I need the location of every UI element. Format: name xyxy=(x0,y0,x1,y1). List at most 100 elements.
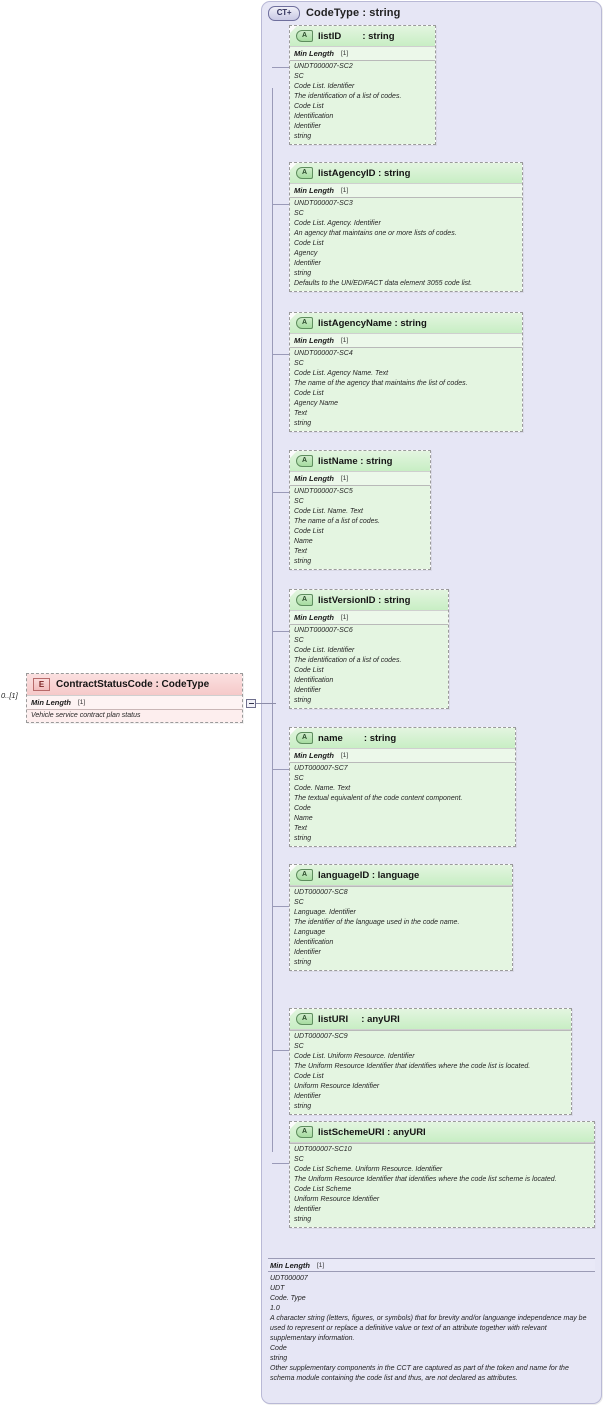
attribute-min-length-row: Min Length[1] xyxy=(290,611,448,625)
annotation-line: string xyxy=(294,1103,312,1110)
annotation-line: A character string (letters, figures, or… xyxy=(270,1315,587,1342)
cardinality-label: 0..[1] xyxy=(1,691,18,700)
annotation-line: Name xyxy=(294,815,313,822)
min-length-value: [1] xyxy=(341,614,349,621)
min-length-value: [1] xyxy=(317,1261,325,1269)
annotation-line: Code. Type xyxy=(270,1295,306,1302)
annotation-line: Defaults to the UN/EDIFACT data element … xyxy=(294,280,473,287)
annotation-line: Code List. Identifier xyxy=(294,83,355,90)
annotation-line: Code List xyxy=(294,1073,324,1080)
complex-type-expand-icon[interactable]: CT+ xyxy=(268,5,300,21)
annotation-line: The name of a list of codes. xyxy=(294,518,380,525)
attribute-name: listURI : anyURI xyxy=(318,1013,400,1025)
annotation-line: Code List. Agency Name. Text xyxy=(294,370,389,377)
annotation-line: SC xyxy=(294,1043,304,1050)
annotation-line: SC xyxy=(294,498,304,505)
annotation-line: UNDT000007-SC2 xyxy=(294,63,353,70)
attribute-name: listID : string xyxy=(318,30,395,42)
annotation-line: Code List xyxy=(294,240,324,247)
element-connector-line xyxy=(247,703,276,705)
tree-branch-stub xyxy=(272,906,289,908)
element-icon: E xyxy=(33,678,50,691)
annotation-line: Name xyxy=(294,538,313,545)
attribute-name: name : string xyxy=(318,732,397,744)
min-length-value: [1] xyxy=(341,475,349,482)
element-contract-status-code[interactable]: E ContractStatusCode : CodeType Min Leng… xyxy=(26,673,243,723)
tree-branch-stub xyxy=(272,354,289,356)
annotation-line: The Uniform Resource Identifier that ide… xyxy=(294,1176,557,1183)
attribute-icon: A xyxy=(296,1013,313,1025)
annotation-line: Code List xyxy=(294,103,324,110)
annotation-line: Other supplementary components in the CC… xyxy=(270,1365,569,1382)
annotation-line: SC xyxy=(294,210,304,217)
annotation-line: Text xyxy=(294,410,307,417)
annotation-line: SC xyxy=(294,73,304,80)
attribute-name: listName : string xyxy=(318,455,393,467)
annotation-line: SC xyxy=(294,360,304,367)
annotation-line: The identification of a list of codes. xyxy=(294,657,402,664)
annotation-line: The textual equivalent of the code conte… xyxy=(294,795,463,802)
attribute-min-length-row: Min Length[1] xyxy=(290,334,522,348)
code-type-header: CT+ CodeType : string xyxy=(268,4,400,22)
tree-branch-stub xyxy=(272,631,289,633)
attribute-icon: A xyxy=(296,167,313,179)
annotation-line: string xyxy=(294,270,312,277)
annotation-line: Code List xyxy=(294,390,324,397)
annotation-line: UNDT000007-SC4 xyxy=(294,350,353,357)
collapse-toggle-icon[interactable] xyxy=(246,699,256,708)
tree-branch-stub xyxy=(272,769,289,771)
annotation-line: SC xyxy=(294,899,304,906)
annotation-line: Identification xyxy=(294,677,334,684)
tree-branch-stub xyxy=(272,492,289,494)
annotation-line: string xyxy=(294,1216,312,1223)
annotation-line: string xyxy=(294,835,312,842)
annotation-line: UNDT000007-SC3 xyxy=(294,200,353,207)
attribute-separator xyxy=(290,1143,594,1144)
attribute-min-length-row: Min Length[1] xyxy=(290,472,430,486)
annotation-line: Code List. Agency. Identifier xyxy=(294,220,381,227)
min-length-label: Min Length xyxy=(31,698,71,707)
annotation-line: Agency Name xyxy=(294,400,338,407)
annotation-line: UDT000007 xyxy=(270,1275,308,1282)
annotation-line: Uniform Resource Identifier xyxy=(294,1083,380,1090)
min-length-label: Min Length xyxy=(294,751,334,760)
min-length-label: Min Length xyxy=(294,49,334,58)
attribute-min-length-row: Min Length[1] xyxy=(290,47,435,61)
tree-branch-stub xyxy=(272,204,289,206)
attribute-separator xyxy=(290,1030,571,1031)
tree-branch-stub xyxy=(272,1163,289,1165)
attribute-icon: A xyxy=(296,455,313,467)
annotation-line: Identifier xyxy=(294,1206,321,1213)
annotation-line: Code xyxy=(270,1345,287,1352)
annotation-line: Identification xyxy=(294,113,334,120)
annotation-line: The identifier of the language used in t… xyxy=(294,919,460,926)
annotation-line: The name of the agency that maintains th… xyxy=(294,380,468,387)
element-name: ContractStatusCode : CodeType xyxy=(56,679,210,690)
min-length-value: [1] xyxy=(341,752,349,759)
annotation-line: UDT000007-SC7 xyxy=(294,765,348,772)
annotation-line: Identifier xyxy=(294,1093,321,1100)
min-length-value: [1] xyxy=(78,699,86,706)
annotation-line: The Uniform Resource Identifier that ide… xyxy=(294,1063,531,1070)
